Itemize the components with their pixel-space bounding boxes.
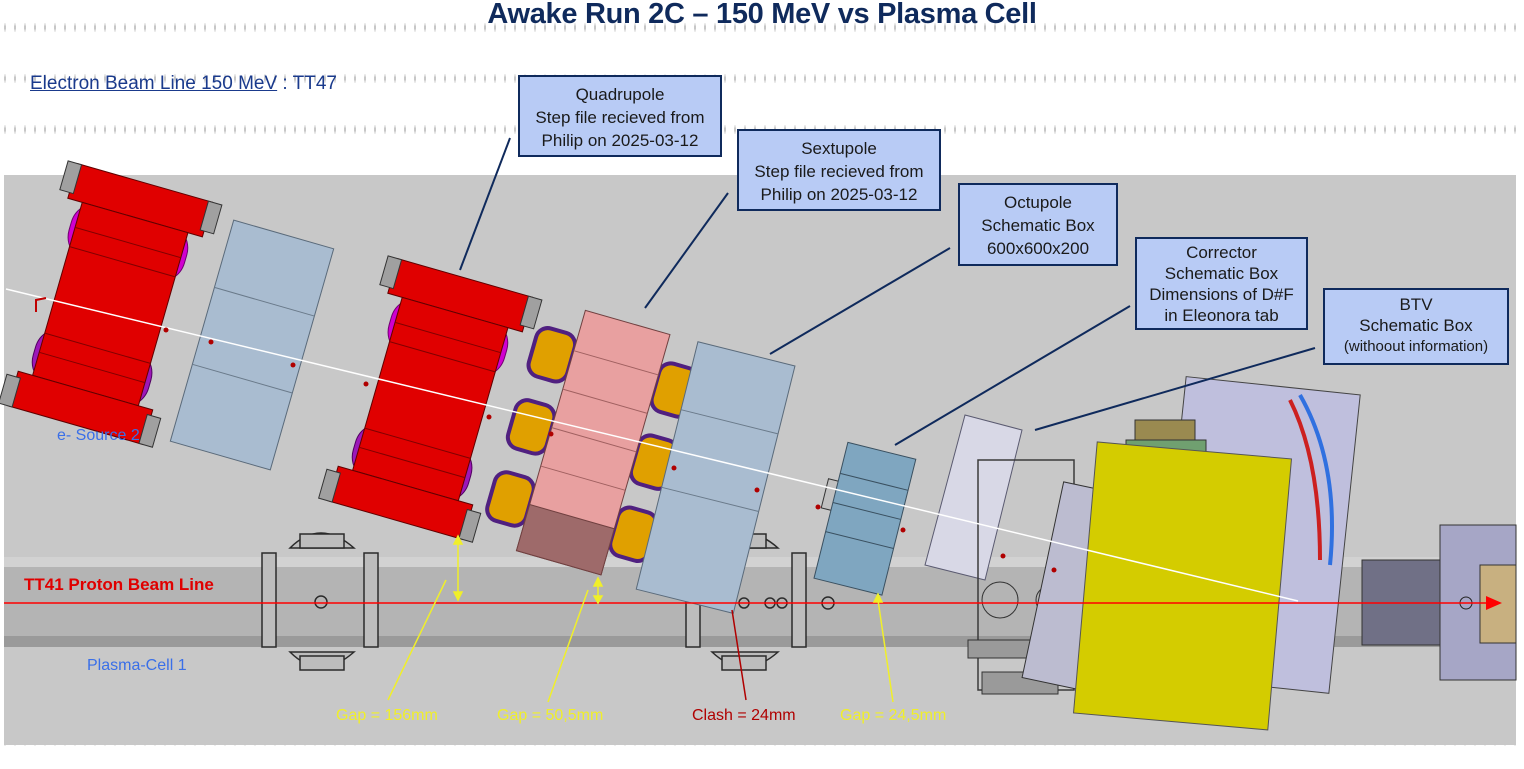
callout-quadrupole-title: Quadrupole	[575, 85, 665, 104]
clash-leader-line	[731, 609, 747, 701]
callout-sextupole-title: Sextupole	[801, 139, 877, 158]
sextupole-magnet	[485, 309, 701, 576]
tt41-beamline-label: TT41 Proton Beam Line	[24, 575, 214, 594]
beamline-code: TT47	[292, 73, 337, 94]
callout-octupole-line2: Schematic Box	[981, 216, 1095, 235]
btv-schematic-box	[1072, 376, 1361, 731]
callout-octupole: Octupole Schematic Box 600x600x200	[958, 183, 1118, 266]
schematic-box-1	[169, 219, 335, 471]
gap-indicators	[387, 534, 894, 703]
page-title: Awake Run 2C – 150 MeV vs Plasma Cell	[487, 0, 1037, 30]
quadrupole-magnet-2	[318, 255, 543, 543]
callout-corrector-line4: in Eleonora tab	[1164, 306, 1279, 325]
e-source-label: e- Source 2	[57, 427, 140, 444]
gap-label-1: Gap = 156mm	[336, 707, 438, 724]
gap-label-3: Gap = 24,5mm	[840, 707, 947, 724]
gap-label-2: Gap = 50,5mm	[497, 707, 604, 724]
plasma-cell-flange	[261, 532, 379, 671]
beamline-subtitle: Electron Beam Line 150 MeV : TT47	[30, 73, 337, 95]
callout-corrector-title: Corrector	[1186, 243, 1257, 262]
callout-octupole-line3: 600x600x200	[986, 239, 1090, 258]
callout-sextupole-line3: Philip on 2025-03-12	[760, 185, 918, 204]
callout-sextupole: Sextupole Step file recieved from Philip…	[737, 129, 941, 211]
beam-position-marker	[163, 327, 1057, 573]
callout-octupole-title: Octupole	[1003, 193, 1073, 212]
electron-beam-trajectory	[5, 288, 1299, 602]
callout-btv-title: BTV	[1399, 295, 1433, 314]
callout-sextupole-line2: Step file recieved from	[754, 162, 924, 181]
schematic-box-2	[635, 341, 796, 614]
beam-start-marker	[35, 297, 47, 312]
callout-quadrupole: Quadrupole Step file recieved from Phili…	[518, 75, 722, 157]
octupole-schematic-box	[813, 441, 917, 596]
callout-btv: BTV Schematic Box (withoout information)	[1323, 288, 1509, 365]
callout-corrector-line3: Dimensions of D#F	[1149, 285, 1294, 304]
quadrupole-magnet-1	[0, 160, 223, 448]
beamline-separator: :	[282, 73, 288, 94]
plasma-cell-label: Plasma-Cell 1	[87, 657, 187, 674]
callout-corrector: Corrector Schematic Box Dimensions of D#…	[1135, 237, 1308, 330]
callout-corrector-line2: Schematic Box	[1164, 264, 1279, 283]
clash-label: Clash = 24mm	[692, 707, 796, 724]
callout-quadrupole-line2: Step file recieved from	[535, 108, 705, 127]
callout-quadrupole-line3: Philip on 2025-03-12	[541, 131, 699, 150]
callout-btv-line3: (withoout information)	[1343, 338, 1489, 355]
callout-leader-lines	[459, 137, 1316, 446]
proton-beam-arrowhead	[1486, 596, 1502, 610]
beamline-label: Electron Beam Line 150 MeV	[30, 73, 278, 94]
callout-btv-line2: Schematic Box	[1359, 316, 1473, 335]
